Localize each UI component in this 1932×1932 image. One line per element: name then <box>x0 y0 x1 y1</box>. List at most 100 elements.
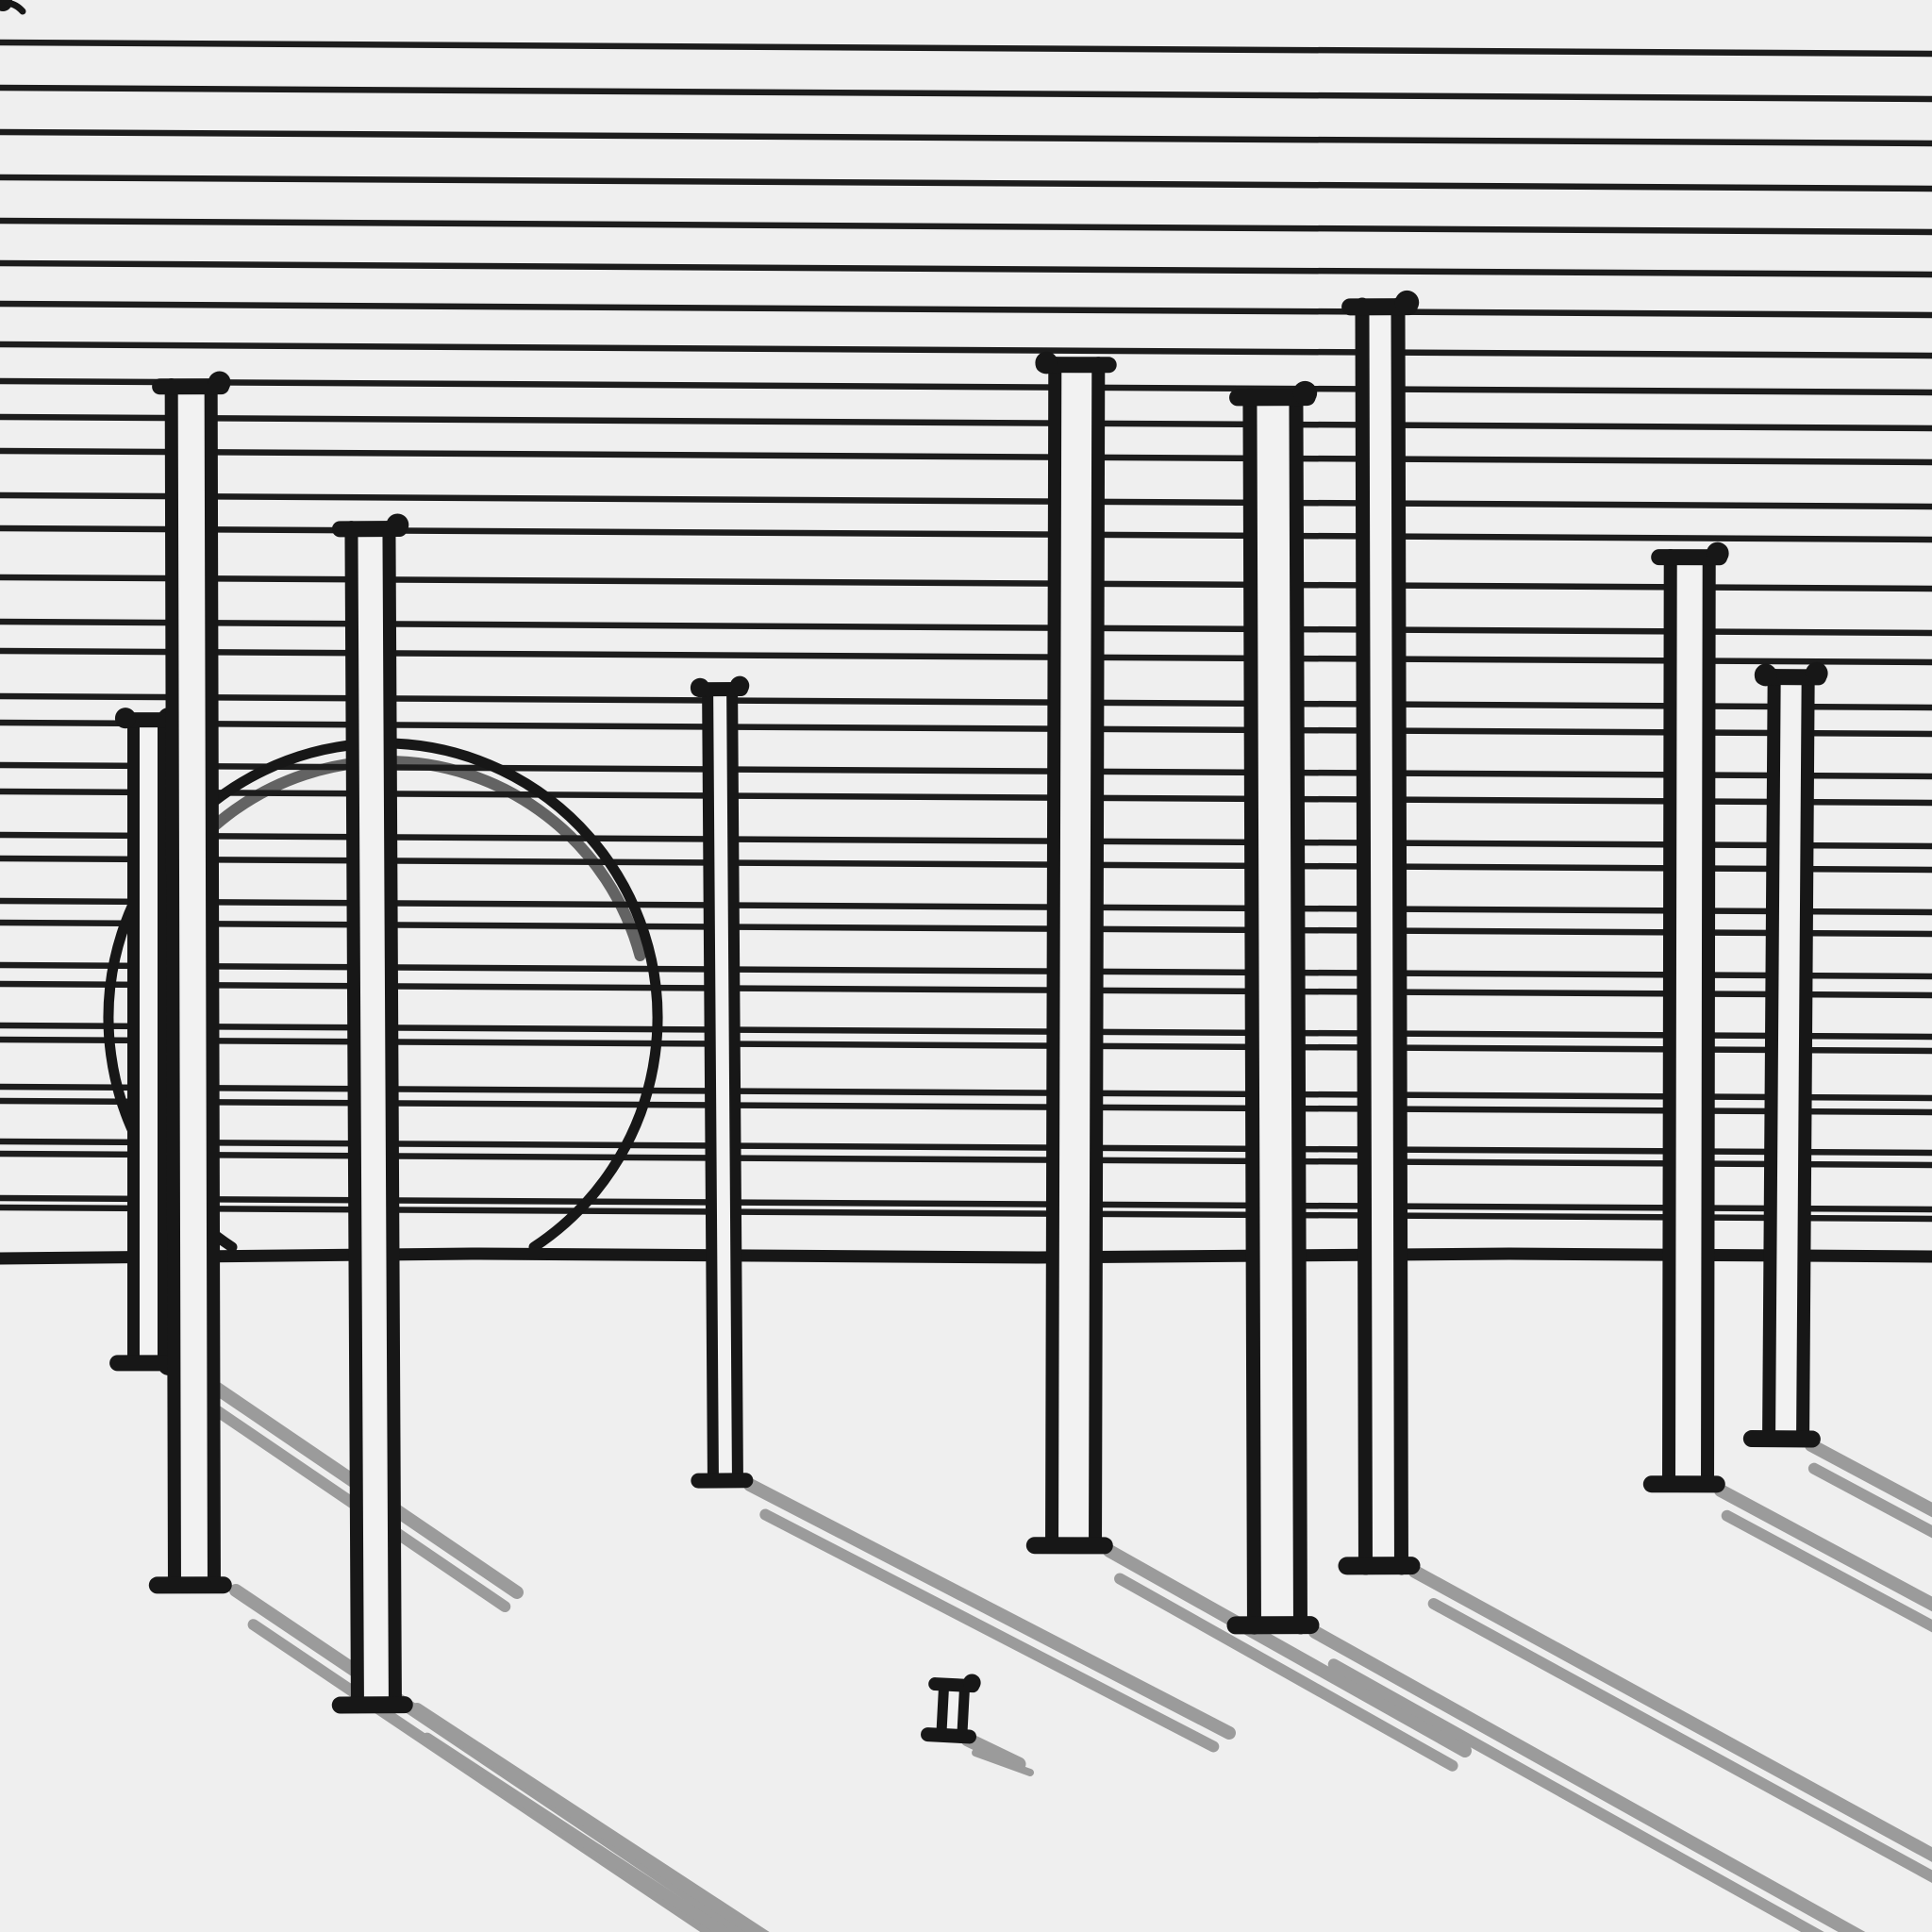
post-9 <box>1742 661 1828 1448</box>
post-6-left-edge <box>1242 388 1261 1635</box>
ruled-line <box>0 761 1932 780</box>
shadow-stroke <box>1408 1565 1932 1862</box>
shadow-of-post-3 <box>410 1703 770 1932</box>
shadow-stroke <box>1308 1625 1866 1932</box>
post-4 <box>690 675 754 1489</box>
ruled-line <box>0 647 1932 666</box>
post-5 <box>1025 351 1117 1555</box>
post-small-right-edge <box>957 1680 971 1742</box>
post-4-right-edge <box>726 682 743 1487</box>
ruled-line <box>0 618 1932 637</box>
ruled-line <box>0 174 1932 192</box>
shadow-stroke <box>1427 1597 1932 1883</box>
ruled-line <box>0 1194 1932 1213</box>
shadow-stroke <box>759 1508 1220 1753</box>
post-small-left-edge <box>936 1679 950 1740</box>
post-4-left-edge <box>702 683 719 1488</box>
post-4-cap-blob <box>690 677 710 698</box>
ruled-line <box>0 413 1932 432</box>
shadow-stroke <box>1327 1658 1824 1932</box>
shadow-stroke <box>1114 1573 1458 1772</box>
posts-group <box>109 290 1828 1744</box>
post-3 <box>331 513 413 1714</box>
shadow-of-post-small <box>972 1749 1034 1776</box>
ruled-line <box>0 719 1932 738</box>
ruled-line <box>0 1138 1932 1157</box>
ruled-line <box>0 897 1932 916</box>
ruled-line <box>0 128 1932 147</box>
shadow-stroke <box>1721 1509 1932 1633</box>
post-6 <box>1226 380 1320 1635</box>
post-7-cap-blob <box>1394 290 1420 315</box>
post-3-cap-blob <box>386 513 409 537</box>
ruled-line <box>0 39 1932 58</box>
post-2 <box>148 371 232 1594</box>
post-9-left-edge <box>1762 668 1781 1447</box>
post-small-bottom-cap <box>921 1727 976 1744</box>
ruled-line <box>0 1097 1932 1116</box>
post-9-cap-blob <box>1754 663 1777 687</box>
post-2-left-edge <box>164 378 181 1594</box>
post-4-cap-blob <box>729 675 750 696</box>
ruled-line <box>0 300 1932 319</box>
ruled-line <box>0 341 1932 359</box>
post-6-cap-blob <box>1292 380 1318 406</box>
post-3-left-edge <box>344 521 364 1714</box>
ruled-line <box>0 831 1932 850</box>
post-6-fill <box>1245 393 1305 1629</box>
post-8-right-edge <box>1701 549 1716 1493</box>
shadow-of-post-9 <box>1805 1439 1932 1539</box>
post-small-cap-blob <box>962 1674 981 1692</box>
post-5-cap-blob <box>1035 351 1058 375</box>
shadow-of-post-small <box>960 1732 1026 1772</box>
post-3-right-edge <box>382 520 402 1713</box>
horizon-line <box>0 1247 1932 1265</box>
post-small <box>921 1674 981 1744</box>
ruled-line <box>0 1150 1932 1169</box>
ruled-line <box>0 980 1932 999</box>
post-5-fill <box>1048 361 1103 1549</box>
post-7 <box>1338 290 1421 1575</box>
shadow-of-post-7 <box>1408 1565 1932 1883</box>
shadow-stroke <box>1807 1462 1932 1539</box>
shadow-of-post-8 <box>1714 1484 1932 1633</box>
post-8-cap-blob <box>1706 541 1729 565</box>
ruled-line <box>0 447 1932 466</box>
ruled-line <box>0 961 1932 980</box>
ruled-lines-group <box>0 39 1932 1223</box>
ruled-line <box>0 1036 1932 1055</box>
post-6-right-edge <box>1289 388 1307 1635</box>
ruled-line <box>0 692 1932 711</box>
ruled-line <box>0 377 1932 396</box>
post-2-right-edge <box>204 377 221 1593</box>
shadows-group <box>180 1361 1932 1932</box>
post-2-cap-blob <box>208 371 231 394</box>
post-9-cap-blob <box>1805 661 1828 685</box>
shadow-of-post-4 <box>743 1478 1236 1753</box>
post-7-left-edge <box>1355 297 1373 1575</box>
shadow-of-post-6 <box>1308 1625 1866 1932</box>
ruled-line <box>0 1204 1932 1223</box>
post-1-cap-blob <box>114 708 137 729</box>
shadow-stroke <box>410 1703 770 1932</box>
post-8 <box>1642 541 1729 1493</box>
ruled-line <box>0 919 1932 938</box>
post-9-right-edge <box>1796 669 1815 1448</box>
corner-ink-tail <box>0 0 26 15</box>
ruled-line <box>0 788 1932 807</box>
shadow-stroke <box>1805 1439 1932 1518</box>
shadow-stroke <box>421 1732 734 1932</box>
shadow-stroke <box>1103 1544 1472 1757</box>
ruled-line <box>0 1083 1932 1102</box>
corner-ink-mark <box>0 0 26 15</box>
ruled-line <box>0 855 1932 874</box>
ruled-line <box>0 217 1932 236</box>
post-7-right-edge <box>1391 297 1408 1575</box>
ruled-line <box>0 525 1932 543</box>
post-8-left-edge <box>1662 548 1677 1492</box>
ruled-line <box>0 84 1932 103</box>
shadow-of-post-5 <box>1103 1544 1472 1772</box>
ruled-line <box>0 259 1932 278</box>
